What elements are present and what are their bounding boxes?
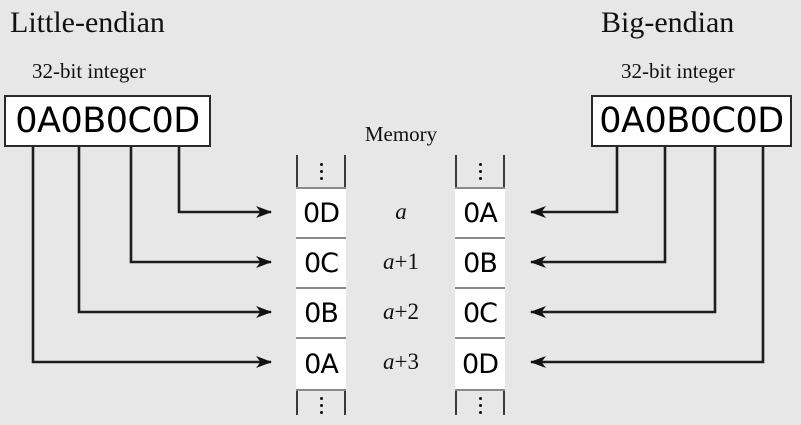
memory-ellipsis-bottom <box>455 389 505 421</box>
little-endian-integer-value: 0A0B0C0D <box>15 100 200 141</box>
wire-be-byte-0C <box>530 147 717 318</box>
address-label: a+2 <box>349 287 453 337</box>
big-endian-integer-value: 0A0B0C0D <box>599 100 784 141</box>
memory-cell-value: 0D <box>303 197 340 229</box>
wire-le-byte-0C <box>129 147 272 268</box>
wire-le-byte-0A <box>31 147 272 368</box>
address-offset: +3 <box>394 349 419 374</box>
memory-cell-value: 0B <box>463 247 498 279</box>
memory-cell-value: 0A <box>463 197 498 229</box>
memory-cell: 0B <box>455 239 505 289</box>
memory-ellipsis-top <box>455 155 505 187</box>
address-offset: +2 <box>394 299 419 324</box>
memory-cell: 0A <box>455 189 505 239</box>
little-endian-subtitle: 32-bit integer <box>32 59 146 83</box>
little-endian-integer-box: 0A0B0C0D <box>4 95 211 147</box>
address-base: a <box>395 199 407 224</box>
wire-le-byte-0B <box>77 147 272 318</box>
address-label-list: a a+1 a+2 a+3 <box>349 187 453 387</box>
address-base: a <box>383 249 395 274</box>
little-endian-memory-cells: 0D 0C 0B 0A <box>296 187 346 391</box>
memory-cell-value: 0C <box>462 297 498 329</box>
memory-cell-value: 0A <box>304 348 339 380</box>
little-endian-memory-column: 0D 0C 0B 0A <box>296 155 346 415</box>
little-endian-title: Little-endian <box>10 6 165 39</box>
memory-cell-value: 0D <box>462 348 499 380</box>
address-label: a+1 <box>349 237 453 287</box>
wire-be-byte-0B <box>530 147 667 268</box>
big-endian-memory-cells: 0A 0B 0C 0D <box>455 187 505 391</box>
address-base: a <box>383 299 395 324</box>
memory-cell: 0D <box>455 339 505 389</box>
wire-le-byte-0D <box>177 147 272 218</box>
memory-cell: 0C <box>455 289 505 339</box>
big-endian-subtitle: 32-bit integer <box>621 59 735 83</box>
memory-cell: 0C <box>296 239 346 289</box>
address-label: a <box>349 187 453 237</box>
memory-cell-value: 0B <box>304 297 339 329</box>
memory-cell: 0A <box>296 339 346 389</box>
memory-label: Memory <box>364 122 438 146</box>
big-endian-memory-column: 0A 0B 0C 0D <box>455 155 505 415</box>
big-endian-title: Big-endian <box>601 6 735 39</box>
memory-cell: 0B <box>296 289 346 339</box>
wire-be-byte-0D <box>530 147 765 368</box>
address-label: a+3 <box>349 337 453 387</box>
memory-cell-value: 0C <box>303 247 339 279</box>
big-endian-integer-box: 0A0B0C0D <box>591 95 792 147</box>
memory-cell: 0D <box>296 189 346 239</box>
memory-ellipsis-bottom <box>296 389 346 421</box>
address-base: a <box>383 349 395 374</box>
wire-be-byte-0A <box>530 147 619 218</box>
address-offset: +1 <box>394 249 419 274</box>
memory-ellipsis-top <box>296 155 346 187</box>
